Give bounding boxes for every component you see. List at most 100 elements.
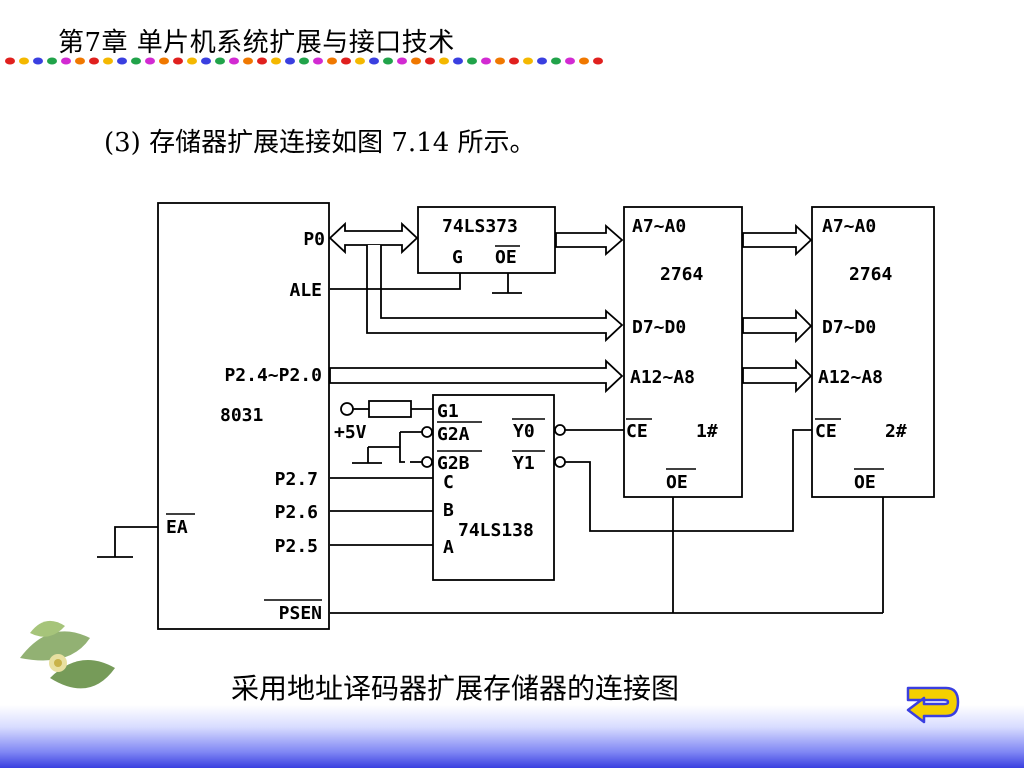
- bead: [257, 57, 267, 65]
- bead: [383, 57, 393, 65]
- bead: [327, 57, 337, 65]
- decoder-y1: Y1: [513, 453, 535, 474]
- decoder-a: A: [443, 537, 454, 558]
- eprom1-ce: CE: [626, 421, 648, 442]
- latch-oe-ground: [492, 273, 522, 294]
- decoder-box: [432, 394, 555, 581]
- bead: [453, 57, 463, 65]
- pin-ea: EA: [166, 517, 188, 538]
- decoder-y0: Y0: [513, 421, 535, 442]
- bead: [439, 57, 449, 65]
- bead: [61, 57, 71, 65]
- latch-name: 74LS373: [442, 216, 518, 237]
- bead: [33, 57, 43, 65]
- eprom2-index: 2#: [885, 421, 907, 442]
- bead: [215, 57, 225, 65]
- bead: [173, 57, 183, 65]
- bead: [551, 57, 561, 65]
- eprom2-addr-lo: A7~A0: [822, 216, 876, 237]
- ea-ground: [97, 526, 158, 558]
- bead: [593, 57, 603, 65]
- bead: [467, 57, 477, 65]
- addr-lo-to-eprom2-arrow: [742, 223, 813, 257]
- mcu-name: 8031: [220, 405, 263, 426]
- eprom1-data: D7~D0: [632, 317, 686, 338]
- bead: [411, 57, 421, 65]
- bead: [579, 57, 589, 65]
- eprom2-box: [811, 206, 935, 498]
- p2-addr-arrow: [329, 358, 624, 394]
- bead: [481, 57, 491, 65]
- eprom1-addr-lo: A7~A0: [632, 216, 686, 237]
- bead: [299, 57, 309, 65]
- decoder-g2b: G2B: [437, 453, 470, 474]
- bead: [369, 57, 379, 65]
- latch-oe: OE: [495, 247, 517, 268]
- eprom2-data: D7~D0: [822, 317, 876, 338]
- bead: [565, 57, 575, 65]
- ale-wire: [330, 273, 461, 290]
- chapter-title: 第7章 单片机系统扩展与接口技术: [58, 28, 455, 58]
- bead: [229, 57, 239, 65]
- pin-psen: PSEN: [279, 603, 322, 624]
- bead: [117, 57, 127, 65]
- bead: [285, 57, 295, 65]
- latch-g: G: [452, 247, 463, 268]
- bead: [89, 57, 99, 65]
- eprom1-box: [623, 206, 743, 498]
- decoder-c: C: [443, 472, 454, 493]
- bead-divider: [5, 57, 603, 65]
- bead: [75, 57, 85, 65]
- flower-decoration: [20, 620, 115, 689]
- bead: [19, 57, 29, 65]
- bead: [5, 57, 15, 65]
- eprom2-ce: CE: [815, 421, 837, 442]
- data-to-eprom2-arrow: [742, 308, 813, 344]
- bead: [425, 57, 435, 65]
- g2-ground: [352, 446, 400, 464]
- pin-p2-hi: P2.4~P2.0: [224, 365, 322, 386]
- slide-subtitle: (3) 存储器扩展连接如图 7.14 所示。: [104, 128, 536, 158]
- latch-box: [417, 206, 556, 274]
- eprom1-addr-hi: A12~A8: [630, 367, 695, 388]
- addr-hi-to-eprom2-arrow: [742, 358, 813, 394]
- latch-to-eprom1-arrow: [555, 224, 624, 256]
- resistor: [368, 400, 412, 418]
- eprom1-oe: OE: [666, 472, 688, 493]
- bead: [355, 57, 365, 65]
- bead: [47, 57, 57, 65]
- return-arrow-icon[interactable]: [902, 680, 962, 724]
- bead: [271, 57, 281, 65]
- bead: [243, 57, 253, 65]
- bead: [495, 57, 505, 65]
- pin-ale: ALE: [289, 280, 322, 301]
- eprom2-part: 2764: [849, 264, 893, 285]
- vcc-label: +5V: [334, 422, 367, 443]
- bead: [131, 57, 141, 65]
- bead: [537, 57, 547, 65]
- eprom2-oe: OE: [854, 472, 876, 493]
- bead: [201, 57, 211, 65]
- mcu-box: [157, 202, 330, 630]
- bead: [159, 57, 169, 65]
- bead: [397, 57, 407, 65]
- decoder-name: 74LS138: [458, 520, 534, 541]
- pin-p25: P2.5: [275, 536, 318, 557]
- bead: [187, 57, 197, 65]
- pin-p26: P2.6: [275, 502, 318, 523]
- eprom1-part: 2764: [660, 264, 704, 285]
- bead: [103, 57, 113, 65]
- p0-bus-arrow: [328, 221, 419, 255]
- bead: [509, 57, 519, 65]
- footer-gradient-bar: [0, 705, 1024, 768]
- decoder-g1: G1: [437, 401, 459, 422]
- decoder-g2a: G2A: [437, 424, 470, 445]
- bead: [523, 57, 533, 65]
- decoder-b: B: [443, 500, 454, 521]
- eprom1-index: 1#: [696, 421, 718, 442]
- figure-caption: 采用地址译码器扩展存储器的连接图: [231, 672, 680, 705]
- pin-p27: P2.7: [275, 469, 318, 490]
- data-bus-arrow: [366, 245, 624, 343]
- eprom2-addr-hi: A12~A8: [818, 367, 883, 388]
